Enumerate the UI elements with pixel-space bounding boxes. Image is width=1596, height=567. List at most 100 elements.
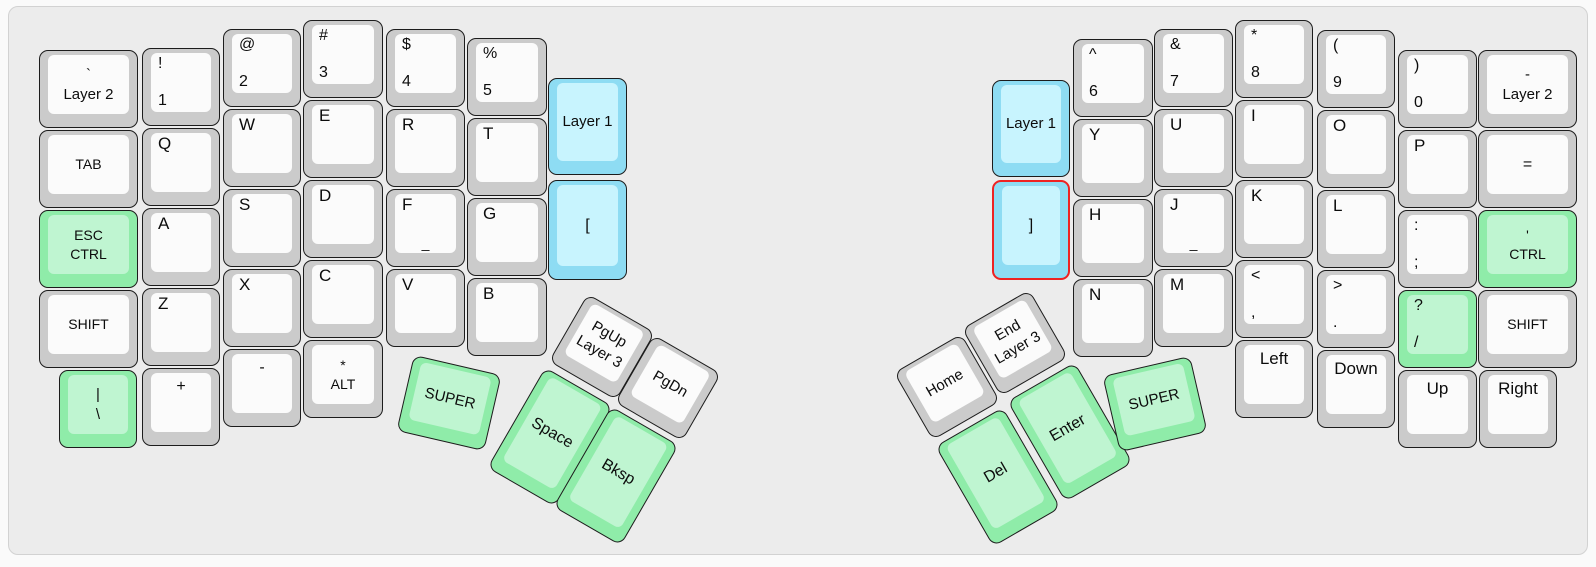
key-minus[interactable]: -	[223, 349, 301, 427]
key-l[interactable]: L	[1317, 190, 1395, 268]
key-e[interactable]: E	[303, 100, 383, 178]
key-v[interactable]: V	[386, 269, 465, 347]
key-less-comma[interactable]: < ,	[1235, 260, 1313, 338]
key-m[interactable]: M	[1154, 269, 1233, 347]
key-shift-left[interactable]: SHIFT	[39, 290, 138, 368]
key-arrow-left[interactable]: Left	[1235, 340, 1313, 418]
key-asterisk-alt[interactable]: * ALT	[303, 340, 383, 418]
keycap-top: B	[476, 283, 538, 342]
keycap-top: Right	[1488, 375, 1548, 434]
key-equals[interactable]: =	[1478, 130, 1577, 208]
key-z[interactable]: Z	[142, 288, 220, 366]
key-shift-right[interactable]: SHIFT	[1478, 290, 1577, 368]
key-arrow-up[interactable]: Up	[1398, 370, 1477, 448]
key-label: F	[402, 195, 413, 214]
key-p[interactable]: P	[1398, 130, 1477, 208]
key-label: (	[1333, 37, 1339, 54]
key-quote-ctrl[interactable]: ' CTRL	[1478, 210, 1577, 288]
key-o[interactable]: O	[1317, 110, 1395, 188]
key-esc-ctrl[interactable]: ESC CTRL	[39, 210, 138, 288]
key-d[interactable]: D	[303, 180, 383, 258]
keycap-top: Home	[904, 342, 986, 424]
key-label: Layer 1	[1005, 115, 1057, 132]
key-sublabel: ALT	[330, 375, 356, 392]
key-label: Right	[1498, 379, 1538, 398]
key-f[interactable]: F _	[386, 189, 465, 267]
key-question-slash[interactable]: ? /	[1398, 290, 1477, 368]
key-label: SUPER	[1126, 385, 1181, 414]
key-k[interactable]: K	[1235, 180, 1313, 258]
key-label: SHIFT	[1507, 316, 1548, 333]
key-arrow-down[interactable]: Down	[1317, 350, 1395, 428]
key-a[interactable]: A	[142, 208, 220, 286]
key-i[interactable]: I	[1235, 100, 1313, 178]
keycap-top: Left	[1244, 345, 1304, 404]
key-paren-0[interactable]: ) 0	[1398, 50, 1477, 128]
key-sublabel: ;	[1414, 253, 1419, 271]
key-u[interactable]: U	[1154, 109, 1233, 187]
key-x[interactable]: X	[223, 269, 301, 347]
key-dollar-4[interactable]: $ 4	[386, 29, 465, 107]
key-h[interactable]: H	[1073, 199, 1153, 277]
key-layer1-right[interactable]: Layer 1	[992, 80, 1070, 177]
keycap-top: U	[1163, 114, 1224, 173]
key-left-bracket[interactable]: [	[548, 180, 627, 280]
key-label: `	[86, 65, 91, 83]
key-label: >	[1333, 277, 1343, 294]
key-minus-layer2[interactable]: - Layer 2	[1478, 50, 1577, 128]
key-sublabel: Layer 2	[1502, 85, 1553, 103]
keycap-top: E	[312, 105, 374, 164]
key-super-right[interactable]: SUPER	[1102, 355, 1208, 453]
key-label: !	[158, 55, 163, 72]
key-pipe-backslash[interactable]: | \	[59, 370, 137, 448]
key-label: O	[1333, 116, 1347, 135]
keycap-top: J _	[1163, 194, 1224, 253]
key-s[interactable]: S	[223, 189, 301, 267]
keycap-top: ( 9	[1326, 35, 1386, 94]
key-g[interactable]: G	[467, 198, 547, 276]
key-greater-period[interactable]: > .	[1317, 270, 1395, 348]
key-r[interactable]: R	[386, 109, 465, 187]
key-layer1-left[interactable]: Layer 1	[548, 78, 627, 175]
key-at-2[interactable]: @ 2	[223, 29, 301, 107]
key-label: |	[96, 385, 100, 403]
key-percent-5[interactable]: % 5	[467, 38, 547, 116]
key-caret-6[interactable]: ^ 6	[1073, 39, 1153, 117]
key-label: -	[1525, 65, 1530, 83]
key-right-bracket[interactable]: ]	[992, 180, 1070, 280]
key-sublabel: 0	[1414, 93, 1423, 111]
key-super-left[interactable]: SUPER	[396, 354, 502, 452]
keycap-top: O	[1326, 115, 1386, 174]
key-label: Enter	[1046, 411, 1089, 445]
key-c[interactable]: C	[303, 260, 383, 338]
key-asterisk-8[interactable]: * 8	[1235, 20, 1313, 98]
key-b[interactable]: B	[467, 278, 547, 356]
key-label: &	[1170, 36, 1181, 53]
key-label: +	[176, 378, 186, 395]
key-n[interactable]: N	[1073, 279, 1153, 357]
key-paren-9[interactable]: ( 9	[1317, 30, 1395, 108]
key-exclamation-1[interactable]: ! 1	[142, 48, 220, 126]
key-label: W	[239, 115, 256, 134]
keycap-top: Layer 1	[557, 83, 618, 161]
keycap-top: | \	[68, 375, 128, 434]
key-label: N	[1089, 285, 1102, 304]
key-label: ?	[1414, 297, 1423, 314]
key-arrow-right[interactable]: Right	[1479, 370, 1557, 448]
key-y[interactable]: Y	[1073, 119, 1153, 197]
keycap-top: TAB	[48, 135, 129, 194]
key-j[interactable]: J _	[1154, 189, 1233, 267]
key-label: PgDn	[649, 366, 692, 401]
key-sublabel: 1	[158, 91, 167, 109]
key-ampersand-7[interactable]: & 7	[1154, 29, 1233, 107]
key-t[interactable]: T	[467, 118, 547, 196]
key-hash-3[interactable]: # 3	[303, 20, 383, 98]
key-q[interactable]: Q	[142, 128, 220, 206]
key-tab[interactable]: TAB	[39, 130, 138, 208]
key-colon-semicolon[interactable]: : ;	[1398, 210, 1477, 288]
key-plus[interactable]: +	[142, 368, 220, 446]
key-grave-layer2[interactable]: ` Layer 2	[39, 50, 138, 128]
keycap-top: K	[1244, 185, 1304, 244]
keycap-top: ESC CTRL	[48, 215, 129, 274]
key-w[interactable]: W	[223, 109, 301, 187]
